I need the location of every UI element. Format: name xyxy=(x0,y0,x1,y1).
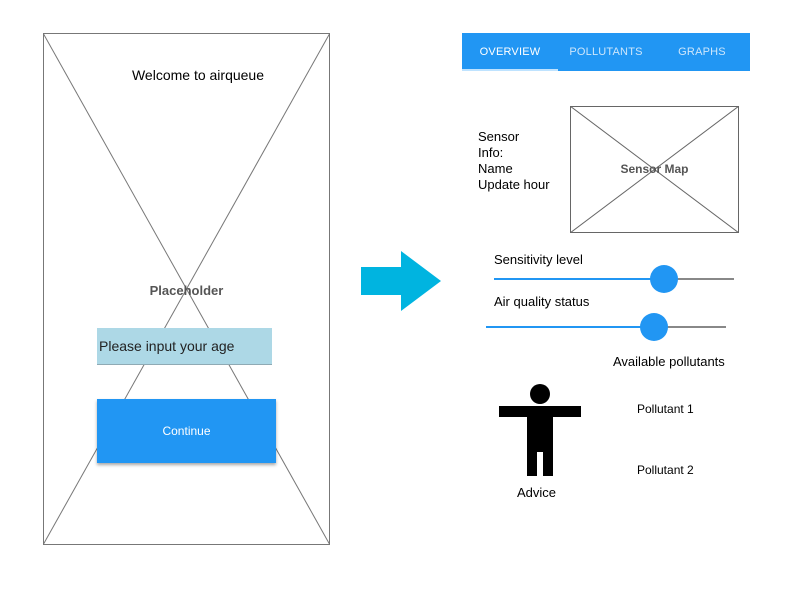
air-quality-label: Air quality status xyxy=(494,294,590,309)
pollutant-item-1[interactable]: Pollutant 1 xyxy=(637,402,694,416)
tab-overview[interactable]: OVERVIEW xyxy=(462,33,558,71)
continue-button[interactable]: Continue xyxy=(97,399,276,463)
pollutant-item-2[interactable]: Pollutant 2 xyxy=(637,463,694,477)
wireframe-placeholder-frame xyxy=(43,33,330,545)
tab-bar: OVERVIEW POLLUTANTS GRAPHS xyxy=(462,33,750,71)
advice-label: Advice xyxy=(517,485,557,500)
sensor-map-label: Sensor Map xyxy=(620,162,689,176)
tab-pollutants[interactable]: POLLUTANTS xyxy=(569,46,643,58)
sensor-info-line: Info: xyxy=(478,145,504,160)
sensor-name: Name xyxy=(478,161,513,176)
available-pollutants-label: Available pollutants xyxy=(613,354,725,369)
slider-track-filled xyxy=(494,278,664,280)
sensitivity-label: Sensitivity level xyxy=(494,252,583,267)
sensor-info: Sensor Info: Name Update hour xyxy=(478,129,550,193)
sensor-map[interactable]: Sensor Map xyxy=(570,106,739,233)
tab-graphs[interactable]: GRAPHS xyxy=(678,46,726,58)
slider-thumb[interactable] xyxy=(650,265,678,293)
age-input[interactable] xyxy=(97,328,272,365)
right-arrow-icon xyxy=(361,251,441,311)
welcome-title: Welcome to airqueue xyxy=(131,67,265,83)
sensitivity-slider[interactable] xyxy=(494,265,734,293)
slider-thumb[interactable] xyxy=(640,313,668,341)
intro-screen: Welcome to airqueue Placeholder Continue xyxy=(43,33,330,545)
slider-track-empty xyxy=(654,326,726,328)
air-quality-slider[interactable] xyxy=(486,313,726,341)
slider-track-empty xyxy=(664,278,734,280)
person-icon xyxy=(499,384,581,476)
sensor-info-line: Sensor xyxy=(478,129,520,144)
slider-track-filled xyxy=(486,326,654,328)
map-placeholder-frame xyxy=(570,106,739,233)
placeholder-label: Placeholder xyxy=(149,283,224,298)
sensor-update-hour: Update hour xyxy=(478,177,550,192)
